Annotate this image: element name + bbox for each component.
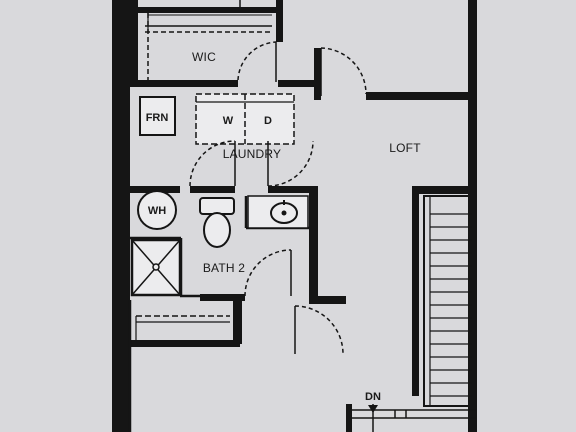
stair-top-wall (412, 186, 474, 194)
bath2-label: BATH 2 (203, 261, 245, 275)
dryer-label: D (264, 115, 272, 127)
bath-fixtures (130, 195, 309, 297)
stair-left-wall (412, 186, 419, 396)
wic-shelving (145, 0, 272, 80)
toilet-bowl (203, 212, 231, 248)
loft-label: LOFT (389, 141, 421, 155)
wic-bottom-wall (130, 80, 238, 87)
furnace-label: FRN (146, 112, 169, 124)
wic-door (237, 41, 277, 82)
furnace (139, 96, 176, 136)
wic-top-wall (130, 7, 280, 13)
loft-top-wall (366, 92, 471, 100)
bedroom-closet-shelf (135, 315, 230, 340)
loft-door (320, 47, 367, 96)
water-heater (137, 190, 177, 230)
water-heater-label: WH (148, 205, 166, 217)
wic-bottom-wall-right (278, 80, 320, 87)
laundry-bath-wall-right (268, 186, 318, 193)
bedroom-closet-bottom-wall (130, 340, 240, 347)
washer-label: W (223, 115, 234, 127)
stair-treads (430, 213, 472, 397)
laundry-bath-wall-mid (190, 186, 235, 193)
wic-label: WIC (192, 50, 216, 64)
laundry-area (137, 93, 295, 230)
staircase (423, 195, 473, 407)
laundry-bath-wall-left (130, 186, 180, 193)
laundry-label: LAUNDRY (223, 147, 282, 161)
bath-right-wall (309, 186, 318, 304)
left-exterior-wall (112, 0, 130, 432)
loft-door-wall (314, 48, 321, 100)
bedroom-closet-right-wall (233, 296, 242, 344)
laundry-doors (189, 140, 314, 187)
wic-right-wall (276, 0, 283, 42)
wic-top-stub (130, 0, 138, 14)
bedroom-door (294, 305, 344, 355)
bath-door (244, 249, 292, 297)
wic-inner-left-wall (130, 10, 138, 86)
stair-direction-label: DN (365, 391, 381, 403)
stair-landing-wall (346, 404, 352, 432)
hall-stub-wall (309, 296, 346, 304)
stair-arrow (368, 404, 378, 432)
bath-bottom-wall (200, 294, 245, 301)
toilet-tank (199, 197, 235, 215)
